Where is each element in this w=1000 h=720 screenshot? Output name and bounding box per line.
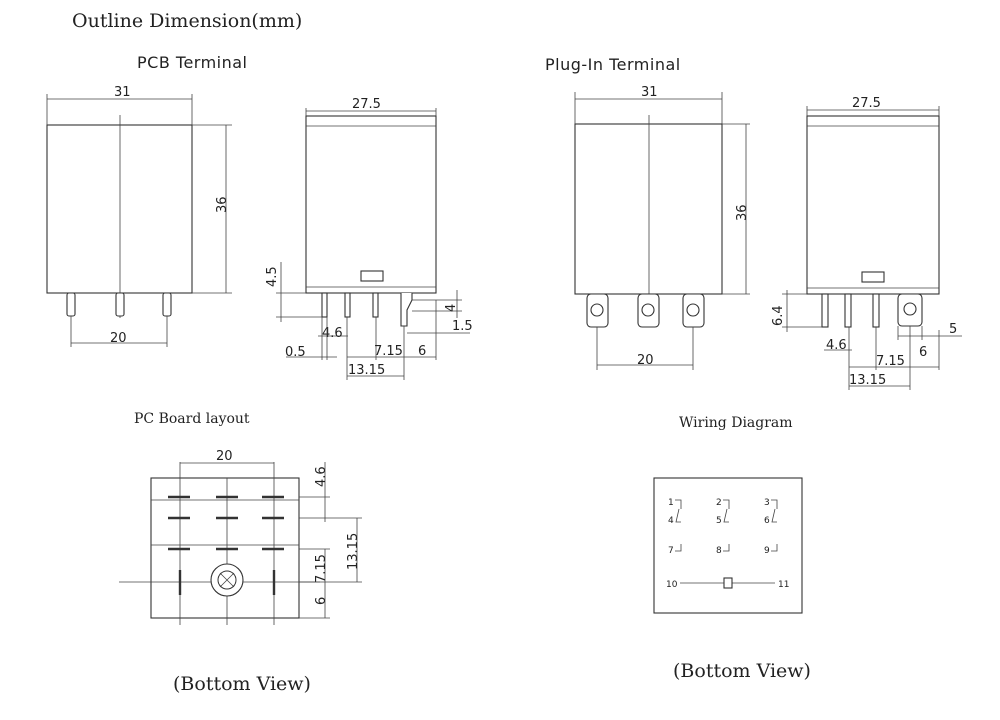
plugin-side-pin-c-dim: 13.15 [849,373,886,388]
wiring-pin-label: 4 [668,516,674,526]
pcb-side-body [305,115,437,294]
wiring-pin-label: 8 [716,546,722,556]
wiring-coil [723,577,733,589]
pcb-side-pin [344,292,351,318]
pcb-side-view: 27.5 4.5 4.6 0.5 7.15 6 13.15 4 1.5 [265,97,473,380]
pcb-front-pin [162,292,172,317]
plugin-side-body [806,115,940,295]
pcb-front-pin [115,292,125,317]
wiring-pin-label: 2 [716,498,722,508]
pc-board-row-gap-dim: 4.6 [314,466,329,487]
pcb-side-width-dim: 27.5 [352,97,381,112]
section-title-pcb: PCB Terminal [137,53,248,72]
pcb-front-width-dim: 31 [114,85,131,100]
bottom-view-label-right: (Bottom View) [673,660,811,682]
pcb-side-pin-offset-dim: 1.5 [452,319,473,334]
pcb-side-pin-a-dim: 7.15 [374,344,403,359]
plugin-side-view: 27.5 6.4 4.6 7.15 6 13.15 5 [771,96,962,390]
pcb-side-pin-bent [400,293,413,327]
plugin-side-width-dim: 27.5 [852,96,881,111]
pcb-side-indicator [360,270,384,282]
pc-board-dist-a-dim: 7.15 [314,554,329,583]
wiring-pin-label: 10 [666,580,678,590]
pcb-front-pin-spacing-dim: 20 [110,331,127,346]
pc-board-dist-c-dim: 6 [314,597,329,605]
pcb-side-pin-b-dim: 6 [418,344,426,359]
section-title-plugin: Plug-In Terminal [545,55,681,74]
pcb-front-view: 31 36 20 [46,85,232,347]
pcb-side-pin [372,292,379,318]
plugin-side-pin [844,293,852,328]
plugin-side-pin [872,293,880,328]
wiring-contact [675,499,682,552]
plugin-side-pin-b-dim: 6 [919,345,927,360]
bottom-view-label-left: (Bottom View) [173,673,311,695]
plugin-side-pin [821,293,829,328]
pcb-front-height-dim: 36 [215,196,230,213]
pc-board-dist-b-dim: 13.15 [346,533,361,570]
plugin-side-indicator [861,271,885,283]
pc-board-top-dim: 20 [216,449,233,464]
wiring-pin-label: 6 [764,516,770,526]
plugin-front-width-dim: 31 [641,85,658,100]
plugin-front-body [574,123,723,295]
section-title-pc-board: PC Board layout [134,411,250,427]
page-title: Outline Dimension(mm) [72,10,302,32]
plugin-side-terminal-width-dim: 5 [949,322,957,337]
plugin-side-pin-a-dim: 7.15 [876,354,905,369]
pcb-side-pin [321,292,328,318]
pcb-front-body [46,124,193,294]
plugin-front-pin-spacing-dim: 20 [637,353,654,368]
wiring-pin-label: 1 [668,498,674,508]
wiring-pin-label: 11 [778,580,789,590]
pc-board-layout: 20 4.6 7.15 13.15 6 [119,449,362,625]
pcb-side-pin-height-dim: 4.5 [265,266,280,287]
pcb-side-pin-depth-dim: 4.6 [322,326,343,341]
wiring-diagram: 1 4 7 2 5 8 3 6 9 10 11 [653,477,803,614]
pcb-side-pin-width-dim: 0.5 [285,345,306,360]
wiring-pin-label: 9 [764,546,770,556]
plugin-side-terminal-height-dim: 6.4 [771,305,786,326]
wiring-pin-label: 3 [764,498,770,508]
plugin-front-view: 31 36 20 [574,85,750,370]
wiring-diagram-frame [653,477,803,614]
wiring-contact [723,499,730,552]
wiring-contact [771,499,778,552]
wiring-pin-label: 5 [716,516,722,526]
plugin-side-pin-depth-dim: 4.6 [826,338,847,353]
pcb-side-pin-tip-dim: 4 [444,304,459,312]
wiring-pin-label: 7 [668,546,674,556]
section-title-wiring: Wiring Diagram [679,415,793,431]
pcb-front-pin [66,292,76,317]
plugin-front-height-dim: 36 [735,204,750,221]
pcb-side-pin-c-dim: 13.15 [348,363,385,378]
